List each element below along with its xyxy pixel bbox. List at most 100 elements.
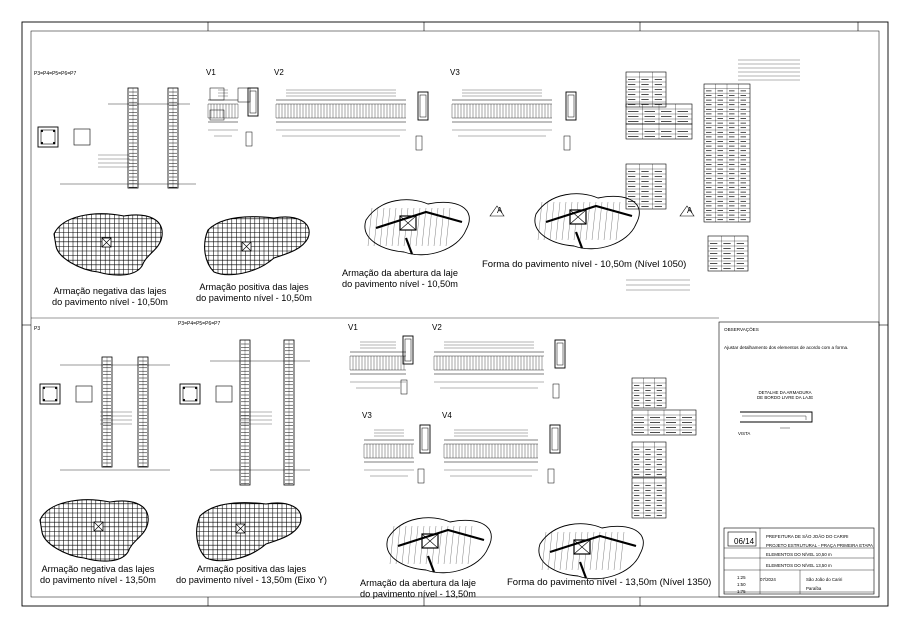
sheet-border (21, 21, 889, 607)
line-514 (399, 215, 417, 231)
line-533 (537, 201, 543, 241)
beam-section-1 (417, 91, 429, 121)
title-form-10: Forma do pavimento nível - 10,50m (Nível… (482, 259, 687, 270)
table-a (625, 71, 667, 108)
form-10-beam (545, 204, 633, 224)
title-pos-13: Armação positiva das lajes do pavimento … (176, 564, 327, 586)
line-546 (615, 201, 621, 241)
title-neg-13: Armação negativa das lajes do pavimento … (40, 564, 156, 586)
title-opening-13-l2: do pavimento nível - 13,50m (360, 589, 476, 599)
line-503 (391, 207, 397, 247)
line-516 (389, 525, 395, 565)
title-opening-10-l1: Armação da abertura da laje (342, 268, 458, 278)
line-238 (182, 386, 198, 402)
line-511 (439, 207, 445, 247)
line-3 (241, 241, 252, 252)
client-name: PREFEITURA DE SÃO JOÃO DO CARIRI (766, 534, 849, 539)
table-g (631, 441, 667, 478)
line-531 (421, 533, 439, 549)
line-221 (40, 129, 44, 133)
line-499 (367, 207, 373, 247)
line-563 (619, 531, 625, 571)
line-239 (182, 386, 186, 390)
section-arrow-left (489, 205, 505, 217)
line-553 (559, 531, 565, 571)
project-name: PROJETO ESTRUTURAL - PRAÇA PRIMEIRA ETAP… (766, 543, 873, 548)
title-opening-10-l2: do pavimento nível - 10,50m (342, 279, 458, 289)
beam-stirrup-6 (547, 468, 555, 484)
line-240 (194, 386, 198, 390)
line-515 (404, 237, 414, 255)
title-neg-10-l1: Armação negativa das lajes (53, 286, 167, 296)
pillar-stirrup-1 (75, 385, 93, 403)
line-1 (101, 237, 112, 248)
opening-10-beam (375, 210, 463, 230)
title-block (723, 527, 875, 595)
line-224 (52, 141, 56, 145)
line-220 (40, 129, 56, 145)
section-mark-left: A (497, 206, 503, 215)
line-494 (556, 342, 564, 366)
pillar-section-2 (179, 383, 201, 405)
slab-neg-13-outline (39, 499, 149, 562)
scale-1: 1:25 (737, 575, 746, 580)
beam-section-5 (419, 424, 431, 454)
detail-title: DETALHE DA ARMADURA DE BORDO LIVRE DA LA… (757, 390, 813, 400)
line-232 (42, 398, 46, 402)
pillar-stirrup-0 (73, 128, 91, 146)
inner-frame (30, 30, 880, 598)
opening-13-beam (397, 528, 485, 548)
slab-pos-10-outline (204, 216, 310, 276)
line-498 (209, 87, 225, 101)
line-549 (574, 231, 584, 249)
slab-neg-10-outline (53, 213, 163, 276)
beam-stirrup-5 (417, 468, 425, 484)
title-opening-13: Armação da abertura da laje do pavimento… (360, 578, 476, 600)
line-548 (569, 209, 587, 225)
line-508 (421, 207, 427, 247)
line-231 (54, 386, 58, 390)
beam-v1-detail (209, 109, 225, 121)
title-neg-13-l2: do pavimento nível - 13,50m (40, 575, 156, 585)
pillar-section-1 (39, 383, 61, 405)
line-241 (182, 398, 186, 402)
beam-section-4 (554, 339, 566, 369)
content-line-2: ELEMENTOS DO NÍVEL 13,50 m (766, 563, 832, 568)
table-summary (707, 235, 749, 272)
beam-label-v2-bottom: V2 (432, 323, 442, 332)
title-pos-13-l2: do pavimento nível - 13,50m (Eixo Y) (176, 575, 327, 585)
pillars-label-top: P3=P4=P5=P6=P7 (34, 71, 77, 77)
table-d (625, 163, 667, 210)
opening-13-outline (386, 517, 492, 574)
slab-pos-13-outline (196, 502, 302, 562)
pillar-section-0 (37, 126, 59, 148)
beam-label-v1-bottom: V1 (348, 323, 358, 332)
line-223 (40, 141, 44, 145)
form-10-outline (534, 193, 640, 250)
beam-label-v2-top: V2 (274, 68, 284, 77)
pillar-stirrup-2 (215, 385, 233, 403)
beam-section-6 (549, 424, 561, 454)
line-536 (555, 201, 561, 241)
line-5 (93, 521, 104, 532)
slab-pos-13-grid (196, 502, 302, 561)
sheet-number-box (727, 531, 757, 547)
frame-ticks (22, 22, 888, 606)
title-opening-13-l1: Armação da abertura da laje (360, 578, 476, 588)
line-520 (413, 525, 419, 565)
beam-section-2 (565, 91, 577, 121)
pillars-label-bottom: P3 (34, 326, 41, 332)
line-566 (578, 561, 588, 579)
beam-stirrup-2 (563, 135, 571, 151)
title-pos-10-l1: Armação positiva das lajes (199, 282, 309, 292)
scale-3: 1:75 (737, 589, 746, 594)
line-491 (419, 94, 427, 118)
line-492 (567, 94, 575, 118)
line-562 (613, 531, 619, 571)
section-mark-right: A (687, 206, 693, 215)
line-550 (541, 531, 547, 571)
beam-label-v1-top: V1 (206, 68, 216, 77)
title-form-13: Forma do pavimento nível - 13,50m (Nível… (507, 577, 712, 588)
line-493 (404, 338, 412, 362)
